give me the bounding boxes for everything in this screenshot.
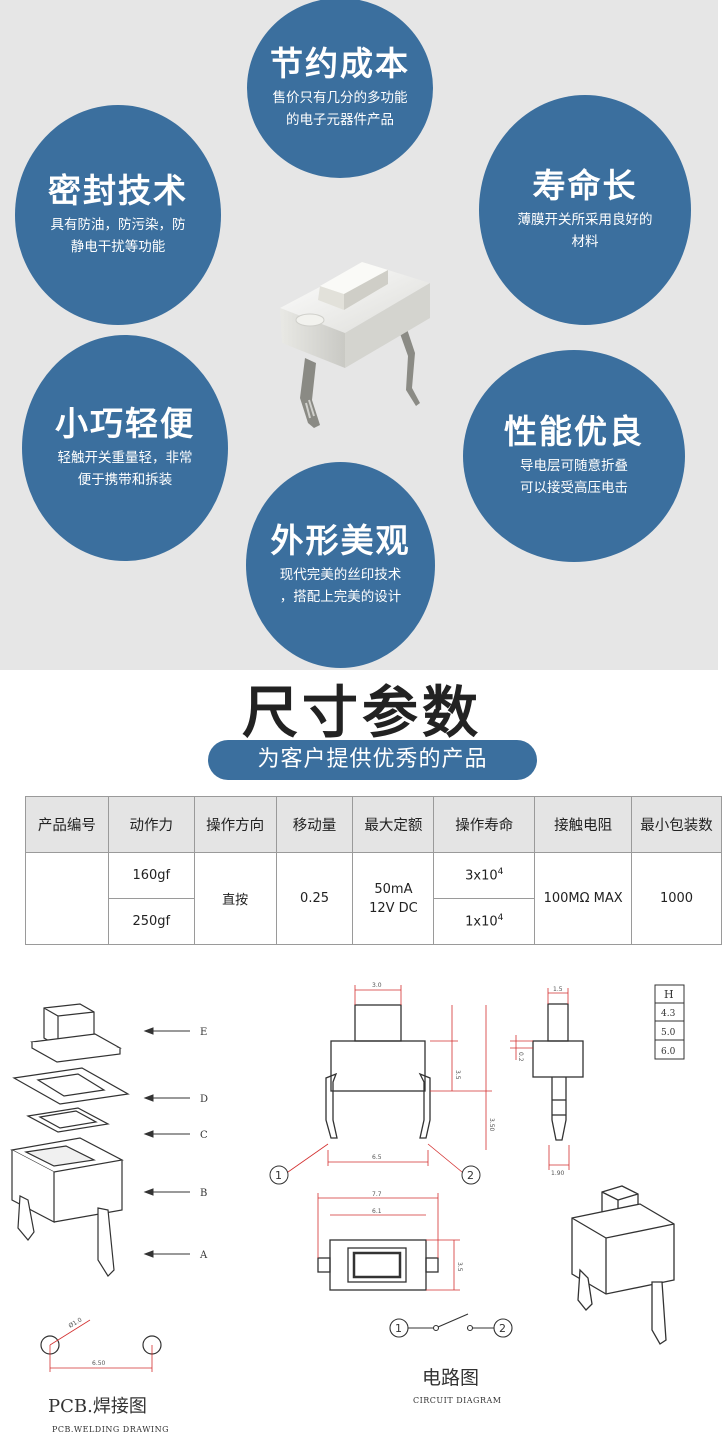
section-title: 尺寸参数 xyxy=(242,681,482,746)
dim-bottom-w2: 6.1 xyxy=(372,1208,382,1215)
force-cell: 250gf xyxy=(107,898,195,945)
technical-drawings: E D C B A 3.0 3.5 3.50 6.5 1 2 xyxy=(10,982,685,1372)
table-header: 产品编号 xyxy=(25,796,109,853)
force-cell: 160gf xyxy=(107,852,195,899)
exploded-view xyxy=(10,1003,130,1277)
tact-switch-image xyxy=(280,262,430,428)
feature-title: 节约成本 xyxy=(270,44,410,84)
pcb-title: PCB.焊接图 xyxy=(48,1396,147,1417)
travel-cell: 0.25 xyxy=(275,852,354,945)
circuit-pin-1: 1 xyxy=(395,1322,402,1335)
label-a: A xyxy=(199,1250,208,1261)
table-header: 最小包装数 xyxy=(631,796,722,853)
bottom-view xyxy=(317,1239,439,1291)
feature-desc: 具有防油，防污染，防 静电干扰等功能 xyxy=(50,216,186,255)
feature-circle-cost: 节约成本 售价只有几分的多功能 的电子元器件产品 xyxy=(247,0,433,178)
resistance-cell: 100MΩ MAX xyxy=(534,852,633,945)
front-dimensions xyxy=(287,985,492,1173)
label-b: B xyxy=(200,1188,207,1199)
feature-banner: 节约成本 售价只有几分的多功能 的电子元器件产品 密封技术 具有防油，防污染，防… xyxy=(0,0,718,670)
iso-view xyxy=(571,1185,675,1345)
feature-desc: 导电层可随意折叠 可以接受高压电击 xyxy=(520,457,628,496)
circuit-subtitle: CIRCUIT DIAGRAM xyxy=(413,1396,502,1405)
feature-circle-seal: 密封技术 具有防油，防污染，防 静电干扰等功能 xyxy=(15,105,221,325)
height-value: 5.0 xyxy=(661,1028,676,1038)
feature-title: 外形美观 xyxy=(270,521,411,561)
life-exponent: 4 xyxy=(497,913,504,924)
front-view xyxy=(325,1004,431,1139)
product-no-cell xyxy=(25,852,109,945)
pcb-welding-drawing: Ø1.0 6.50 xyxy=(40,1316,162,1372)
pin-1-label: 1 xyxy=(275,1169,282,1182)
dim-bottom-w1: 7.7 xyxy=(372,1191,382,1198)
dim-side-h: 0.2 xyxy=(517,1052,524,1062)
side-view xyxy=(532,1003,584,1141)
dim-side-top: 1.5 xyxy=(553,986,563,993)
feature-circle-appearance: 外形美观 现代完美的丝印技术 ，搭配上完美的设计 xyxy=(246,462,435,668)
section-subtitle: 为客户提供优秀的产品 xyxy=(208,740,537,780)
circuit-pin-2: 2 xyxy=(499,1322,506,1335)
dim-total-h: 3.50 xyxy=(488,1118,495,1132)
table-header: 动作力 xyxy=(107,796,195,853)
feature-desc: 轻触开关重量轻，非常 便于携带和拆装 xyxy=(57,449,193,488)
table-header: 最大定额 xyxy=(352,796,435,853)
table-header: 操作寿命 xyxy=(433,796,536,853)
feature-title: 性能优良 xyxy=(504,412,644,452)
feature-circle-performance: 性能优良 导电层可随意折叠 可以接受高压电击 xyxy=(463,350,685,562)
label-e: E xyxy=(200,1027,207,1038)
feature-title: 寿命长 xyxy=(532,166,638,206)
table-header: 操作方向 xyxy=(193,796,277,853)
height-table: H 4.3 5.0 6.0 xyxy=(654,984,685,1060)
table-header: 移动量 xyxy=(275,796,354,853)
pcb-pitch-dim: 6.50 xyxy=(92,1360,106,1367)
pin-2-label: 2 xyxy=(467,1169,474,1182)
table-row: 160gf 直按 0.25 50mA 12V DC 3x104 100MΩ MA… xyxy=(25,852,722,945)
pcb-hole-dim: Ø1.0 xyxy=(68,1316,84,1329)
height-table-header: H xyxy=(664,988,674,1001)
feature-desc: 薄膜开关所采用良好的 材料 xyxy=(517,211,653,250)
height-value: 6.0 xyxy=(661,1047,676,1057)
life-value: 1x10 xyxy=(465,914,498,930)
feature-circle-light: 小巧轻便 轻触开关重量轻，非常 便于携带和拆装 xyxy=(22,335,228,561)
table-row: 250gf 1x104 xyxy=(26,898,722,945)
spec-table: 产品编号 动作力 操作方向 移动量 最大定额 操作寿命 接触电阻 最小包装数 1… xyxy=(25,796,722,945)
feature-circle-life: 寿命长 薄膜开关所采用良好的 材料 xyxy=(479,95,691,325)
direction-cell: 直按 xyxy=(193,852,277,945)
table-header: 接触电阻 xyxy=(534,796,633,853)
feature-desc: 现代完美的丝印技术 ，搭配上完美的设计 xyxy=(279,566,402,605)
min-pack-cell: 1000 xyxy=(631,852,722,945)
table-header-row: 产品编号 动作力 操作方向 移动量 最大定额 操作寿命 接触电阻 最小包装数 xyxy=(25,796,722,853)
dim-body-h: 3.5 xyxy=(454,1070,461,1080)
rating-cell: 50mA 12V DC xyxy=(352,852,435,945)
feature-title: 密封技术 xyxy=(48,171,188,211)
rating-current: 50mA xyxy=(374,881,413,897)
dim-top: 3.0 xyxy=(372,982,382,989)
circuit-title: 电路图 xyxy=(422,1367,480,1389)
label-c: C xyxy=(200,1130,208,1141)
life-cell: 1x104 xyxy=(433,898,536,945)
circuit-diagram xyxy=(389,1313,513,1338)
life-cell: 3x104 xyxy=(433,852,536,899)
label-d: D xyxy=(200,1094,208,1105)
life-exponent: 4 xyxy=(497,867,504,878)
rating-voltage: 12V DC xyxy=(369,900,418,916)
life-value: 3x10 xyxy=(465,868,498,884)
feature-desc: 售价只有几分的多功能 的电子元器件产品 xyxy=(272,89,408,128)
dim-bottom-h: 3.5 xyxy=(456,1262,463,1272)
dim-pin: 1.90 xyxy=(551,1170,565,1177)
height-value: 4.3 xyxy=(661,1009,676,1019)
dim-pitch: 6.5 xyxy=(372,1154,382,1161)
exploded-arrows xyxy=(143,1027,190,1258)
pcb-subtitle: PCB.WELDING DRAWING xyxy=(52,1425,169,1434)
feature-title: 小巧轻便 xyxy=(55,404,195,444)
